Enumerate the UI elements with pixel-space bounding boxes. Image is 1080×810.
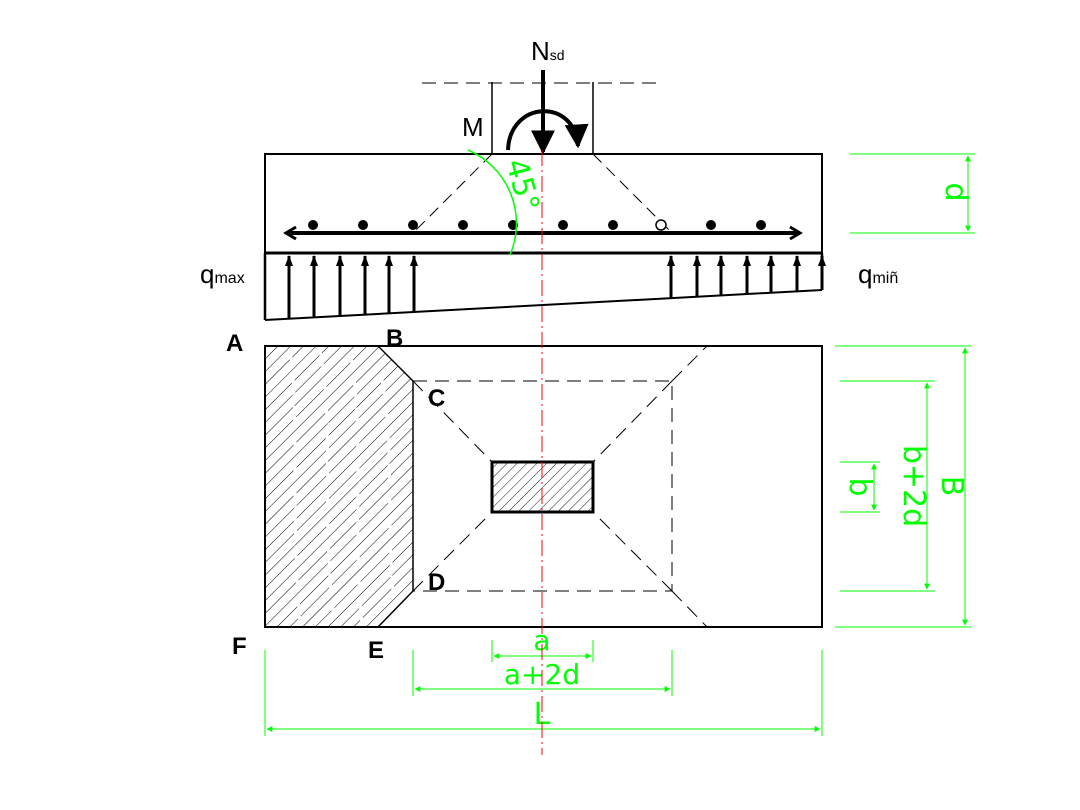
dimension-a-plus-2d bbox=[412, 650, 673, 696]
rebar-dot bbox=[458, 220, 468, 230]
pressure-arrow-head bbox=[717, 255, 725, 266]
rebar-dot bbox=[508, 220, 518, 230]
point-e-label: E bbox=[368, 637, 384, 664]
pressure-arrow-head bbox=[793, 255, 801, 266]
rebar-dot bbox=[408, 220, 418, 230]
punching-perimeter bbox=[412, 380, 673, 592]
reinforcement-bar bbox=[283, 225, 803, 241]
point-b-label: B bbox=[386, 325, 403, 352]
rebar-dot bbox=[608, 220, 618, 230]
critical-area-hatch bbox=[265, 346, 413, 627]
pressure-arrow-head bbox=[385, 255, 393, 266]
q-max-label: qmax bbox=[200, 259, 245, 289]
point-a-label: A bbox=[226, 330, 243, 357]
dimension-B-label: B bbox=[934, 476, 969, 497]
dimension-d bbox=[850, 153, 975, 234]
dimension-L-label: L bbox=[534, 697, 551, 732]
angle-arc bbox=[467, 149, 518, 256]
dimension-d-label: d bbox=[938, 182, 973, 201]
pressure-arrow-head bbox=[285, 255, 293, 266]
pressure-arrows bbox=[285, 255, 826, 319]
rebar-dot bbox=[558, 220, 568, 230]
angle-label: 45° bbox=[498, 155, 546, 215]
pressure-arrow-head bbox=[818, 255, 826, 266]
pressure-arrow-head bbox=[767, 255, 775, 266]
rebar-dot bbox=[358, 220, 368, 230]
pressure-arrow-head bbox=[310, 255, 318, 266]
rebar-dot bbox=[706, 220, 716, 230]
footing-plan-outline bbox=[264, 345, 823, 628]
pressure-arrow-head bbox=[743, 255, 751, 266]
rebar-dot bbox=[308, 220, 318, 230]
point-f-label: F bbox=[232, 633, 247, 660]
critical-area-contours bbox=[288, 349, 397, 626]
rebar-dot bbox=[756, 220, 766, 230]
dimension-b-plus-2d bbox=[840, 380, 935, 592]
perimeter-diagonals bbox=[412, 345, 708, 628]
point-c-label: C bbox=[428, 385, 445, 412]
axial-load-label: Nsd bbox=[531, 36, 565, 66]
dimension-b-label: b bbox=[842, 477, 877, 496]
section-view: Nsd M 45° qmax qmiñ d bbox=[200, 36, 975, 321]
soil-pressure-diagram bbox=[263, 253, 824, 321]
dimension-L bbox=[264, 650, 823, 736]
q-min-label: qmiñ bbox=[858, 259, 898, 289]
pressure-arrow-head bbox=[336, 255, 344, 266]
dimension-b-plus-2d-label: b+2d bbox=[896, 445, 931, 527]
dimension-a-label: a bbox=[533, 624, 550, 657]
moment-arrow bbox=[506, 109, 589, 151]
rebar-cross-sections bbox=[308, 219, 766, 231]
dimension-b bbox=[840, 461, 880, 513]
dimension-B bbox=[835, 345, 972, 628]
pressure-arrow-head bbox=[693, 255, 701, 266]
point-d-label: D bbox=[428, 569, 445, 596]
pressure-arrow-head bbox=[361, 255, 369, 266]
rebar-dot bbox=[655, 219, 667, 231]
pressure-arrow-head bbox=[667, 255, 675, 266]
pressure-arrow-head bbox=[410, 255, 418, 266]
plan-view: A B C D E F b b+2d B a bbox=[226, 325, 972, 736]
moment-label: M bbox=[462, 112, 484, 142]
